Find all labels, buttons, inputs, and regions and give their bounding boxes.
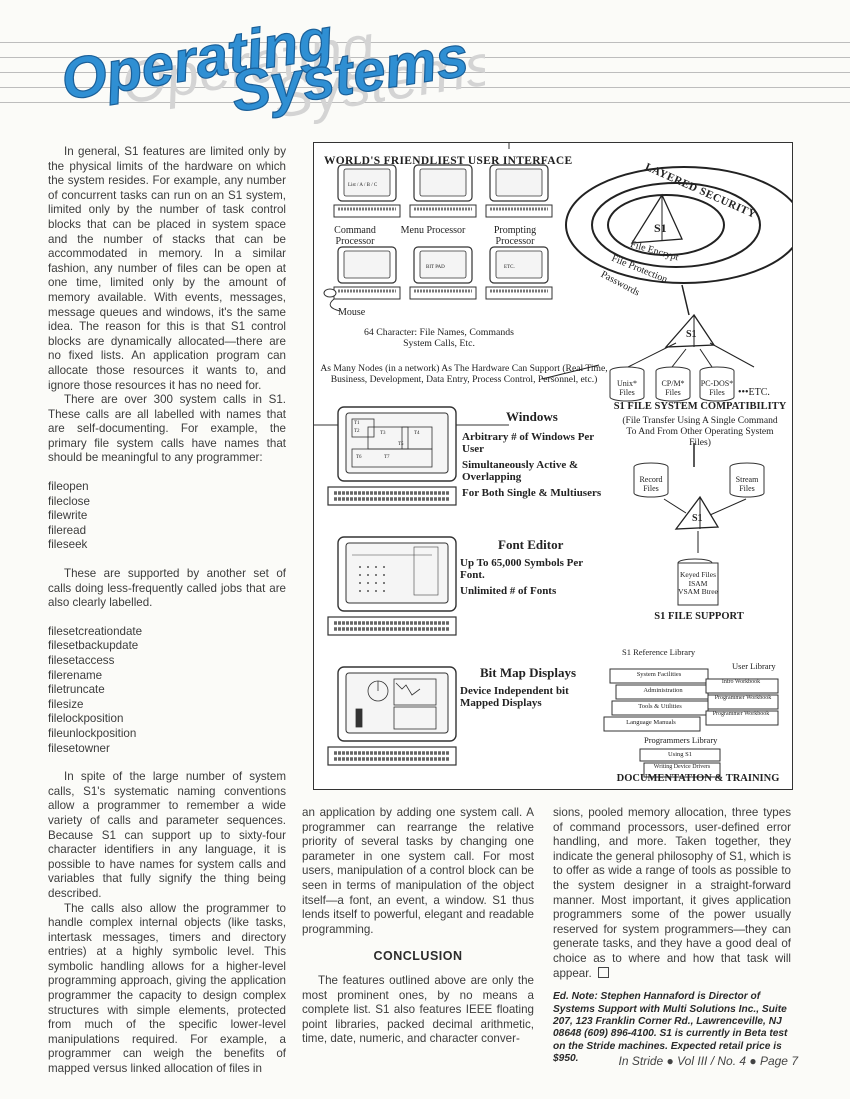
file-calls-list: fileopen fileclose filewrite fileread fi… (48, 480, 286, 553)
window-pane-label: T3 (380, 431, 386, 436)
s1-logo: S1 (686, 329, 697, 340)
paragraph: In general, S1 features are limited only… (48, 145, 286, 392)
user-library-label: User Library (732, 661, 776, 671)
window-pane-label: T7 (384, 455, 390, 460)
header-title-art: Operating Operating Systems Systems (56, 20, 485, 130)
screen-text: List / A / B / C (348, 183, 378, 188)
call-name: filesetaccess (48, 654, 115, 667)
bitmap-title: Bit Map Displays (480, 665, 577, 680)
call-name: fileunlockposition (48, 726, 137, 740)
paragraph: There are over 300 system calls in S1. T… (48, 393, 286, 465)
font-editor-feature: Up To 65,000 Symbols Per Font. (460, 557, 583, 581)
call-name: fileread (48, 523, 87, 537)
nodes-note: As Many Nodes (in a network) As The Hard… (320, 363, 608, 385)
ui-section-title: WORLD'S FRIENDLIEST USER INTERFACE (324, 155, 573, 167)
call-name: filesetowner (48, 741, 110, 755)
file-support-title: S1 FILE SUPPORT (654, 611, 744, 622)
paragraph-text: sions, pooled memory allocation, three t… (553, 806, 791, 980)
paragraph: These are supported by another set of ca… (48, 567, 286, 610)
mouse-label: Mouse (338, 307, 366, 318)
fs-compat-subtitle: (File Transfer Using A Single Command To… (622, 415, 778, 448)
windows-feature: Simultaneously Active & Overlapping (462, 459, 579, 483)
feature-illustration: WORLD'S FRIENDLIEST USER INTERFACE Comma… (313, 142, 793, 790)
prompting-processor-label: Prompting Processor (493, 225, 537, 247)
window-pane-label: T4 (414, 431, 420, 436)
windows-feature: For Both Single & Multiusers (462, 487, 602, 499)
documentation-title: DOCUMENTATION & TRAINING (616, 773, 780, 784)
secondary-calls-list: filesetcreationdate filesetbackupdate fi… (48, 625, 286, 756)
book-title: Language Manuals (626, 719, 676, 726)
call-name: filelockposition (48, 712, 124, 726)
call-name: fileopen (48, 480, 89, 494)
paragraph: The calls also allow the programmer to h… (48, 901, 286, 1076)
etc-label: •••ETC. (738, 387, 770, 398)
window-pane-label: T5 (398, 442, 404, 447)
book-title: Administration (643, 687, 683, 694)
call-name: filesize (48, 697, 84, 711)
windows-feature: Arbitrary # of Windows Per User (462, 431, 594, 455)
book-title: System Facilities (636, 671, 682, 678)
book-title: Intro Workbook (721, 679, 761, 685)
article-column-2: an application by adding one system call… (302, 806, 534, 1047)
keyed-files-label: Keyed Files ISAM VSAM Btree (678, 570, 718, 596)
window-pane-label: T1 (354, 421, 360, 426)
paragraph: In spite of the large number of system c… (48, 770, 286, 900)
menu-processor-label: Menu Processor (400, 225, 466, 236)
call-name: filerename (48, 668, 103, 682)
fs-compat-title: S1 FILE SYSTEM COMPATIBILITY (613, 401, 787, 412)
windows-title: Windows (506, 409, 558, 424)
book-title: Using S1 (667, 751, 693, 758)
bitmap-feature: Device Independent bit Mapped Displays (460, 685, 569, 709)
call-name: fileseek (48, 538, 88, 552)
call-name: filewrite (48, 509, 88, 523)
illustration-drawing (314, 143, 792, 778)
command-processor-label: Command Processor (334, 225, 376, 247)
screen-text: BIT PAD (426, 265, 445, 270)
book-title: Writing Device Drivers (653, 764, 711, 770)
s1-logo: S1 (654, 221, 667, 235)
call-name: filesetbackupdate (48, 639, 139, 653)
paragraph: The features outlined above are only the… (302, 973, 534, 1046)
paragraph: an application by adding one system call… (302, 806, 534, 936)
article-column-1: In general, S1 features are limited only… (48, 145, 286, 1077)
window-pane-label: T2 (354, 429, 360, 434)
record-files-label: Record Files (639, 475, 663, 493)
cpm-files-label: CP/M* Files (661, 379, 685, 397)
conclusion-heading: CONCLUSION (373, 949, 463, 964)
paragraph: sions, pooled memory allocation, three t… (553, 806, 791, 981)
window-pane-label: T6 (356, 455, 362, 460)
book-title: Programmer Workbook (712, 711, 770, 717)
stream-files-label: Stream Files (735, 475, 759, 493)
screen-text: ETC. (504, 265, 515, 270)
page-footer: In Stride ● Vol III / No. 4 ● Page 7 (618, 1054, 798, 1068)
font-editor-title: Font Editor (498, 537, 564, 552)
programmers-library-label: Programmers Library (644, 735, 718, 745)
character-note: 64 Character: File Names, Commands Syste… (364, 327, 514, 349)
pcdos-files-label: PC-DOS* Files (700, 379, 734, 397)
unix-files-label: Unix* Files (617, 379, 637, 397)
call-name: fileclose (48, 494, 90, 508)
call-name: filetruncate (48, 683, 105, 697)
reference-library-label: S1 Reference Library (622, 647, 696, 657)
book-title: Programmer Workbook (714, 695, 772, 701)
s1-logo: S1 (692, 513, 703, 524)
call-name: filesetcreationdate (48, 624, 143, 638)
end-mark-icon (597, 966, 609, 978)
editor-note: Ed. Note: Stephen Hannaford is Director … (553, 991, 788, 1065)
font-editor-feature: Unlimited # of Fonts (460, 585, 557, 597)
article-column-3: sions, pooled memory allocation, three t… (553, 806, 791, 1066)
book-title: Tools & Utilities (638, 703, 682, 710)
